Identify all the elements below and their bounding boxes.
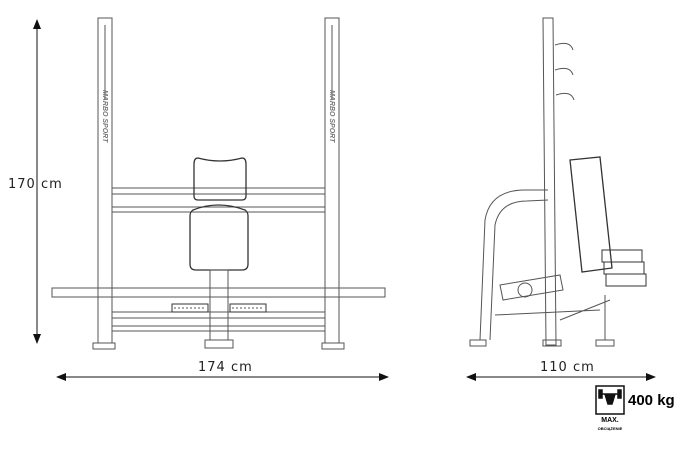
max-load-sublabel: OBCIĄŻENIE — [597, 426, 623, 431]
front-view — [51, 17, 386, 350]
side-view — [469, 17, 647, 347]
max-load-label: MAX. — [601, 417, 619, 424]
svg-text:MARBO SPORT: MARBO SPORT — [328, 90, 335, 143]
side-depth-label: 110 cm — [540, 360, 595, 375]
front-width-label: 174 cm — [198, 360, 253, 375]
weightlifter-icon — [595, 385, 625, 415]
max-load-value: 400 kg — [628, 392, 675, 409]
height-label: 170 cm — [8, 177, 63, 192]
svg-text:MARBO SPORT: MARBO SPORT — [101, 90, 108, 143]
logo-marbo-sport: MARBO SPORT — [101, 90, 108, 143]
